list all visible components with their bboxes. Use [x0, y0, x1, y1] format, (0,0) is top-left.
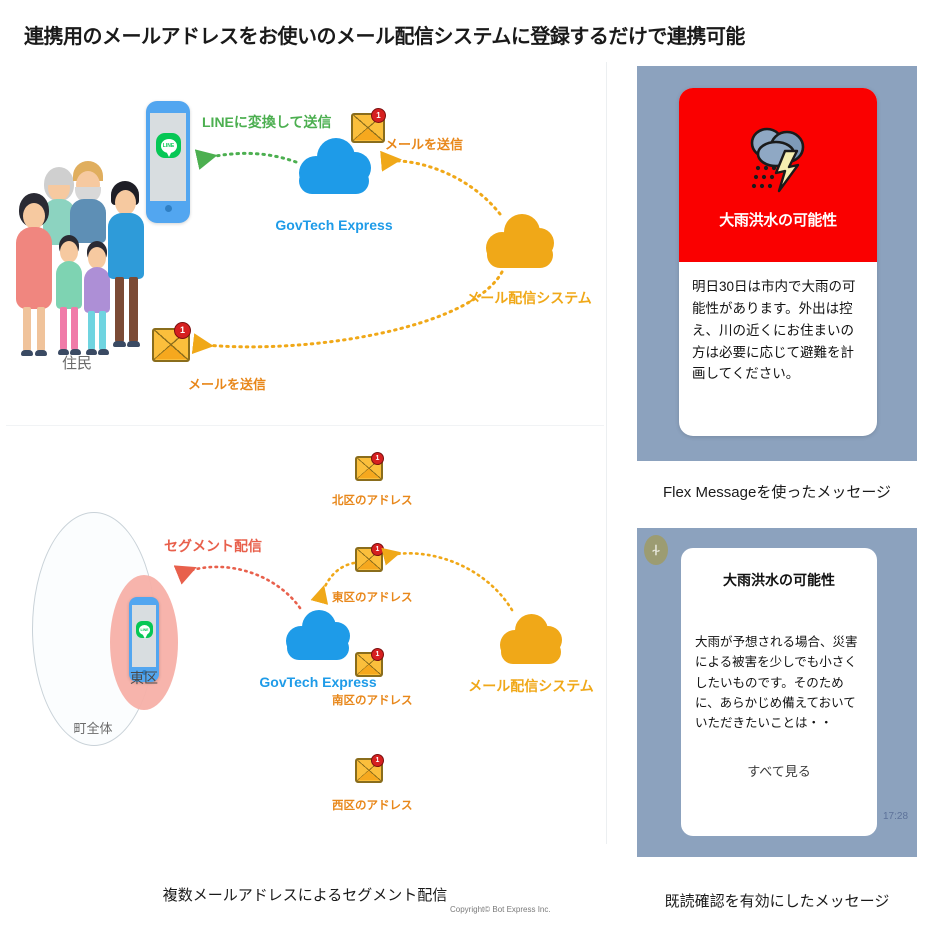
mail-system-cloud-bottom	[498, 612, 564, 668]
person-grandfather	[70, 161, 106, 287]
mail-to-resident-label: メールを送信	[188, 377, 267, 392]
envelope-south-label: 南区のアドレス	[332, 695, 413, 707]
envelope-badge: 1	[371, 754, 384, 767]
phone-home-button	[142, 670, 147, 675]
flex-message-screenshot: 大雨洪水の可能性 明日30日は市内で大雨の可能性があります。外出は控え、川の近く…	[637, 66, 917, 461]
flex-hero-title: 大雨洪水の可能性	[719, 211, 837, 229]
phone-home-button	[165, 205, 172, 212]
mail-system-cloud-top	[484, 212, 556, 272]
person-child-a	[54, 235, 84, 360]
line-flow-label: LINEに変換して送信	[202, 114, 332, 130]
residents-label: 住民	[61, 355, 92, 372]
govtech-label-top: GovTech Express	[275, 217, 393, 233]
mail-system-label-top: メール配信システム	[466, 290, 592, 306]
mail-system-label-bottom: メール配信システム	[468, 678, 594, 694]
read-receipt-card[interactable]: 大雨洪水の可能性 大雨が予想される場合、災害による被害を少しでも小さくしたいもの…	[681, 548, 877, 836]
envelope-east-address: 1	[355, 543, 384, 572]
east-district-label: 東区	[130, 670, 158, 686]
line-logo-icon: LINE	[156, 133, 181, 158]
line-phone-bottom[interactable]: LINE	[129, 597, 159, 682]
envelope-badge: 1	[174, 322, 191, 339]
message-timestamp: 17:28	[883, 811, 909, 822]
govtech-cloud-top	[295, 136, 373, 198]
mail-to-govtech-label: メールを送信	[385, 137, 464, 152]
read-receipt-screenshot: ⍭ 大雨洪水の可能性 大雨が予想される場合、災害による被害を少しでも小さくしたい…	[637, 528, 917, 857]
read-receipt-caption: 既読確認を有効にしたメッセージ	[664, 893, 890, 910]
line-phone-top[interactable]: LINE	[146, 101, 190, 223]
envelope-north-address: 1	[355, 452, 384, 481]
envelope-south-address: 1	[355, 648, 384, 677]
line-logo-icon: LINE	[136, 621, 153, 639]
person-mother	[14, 193, 54, 360]
read-receipt-more-link[interactable]: すべて見る	[747, 764, 811, 780]
line-logo-text: LINE	[160, 138, 177, 157]
person-child-b	[82, 241, 112, 360]
town-label: 町全体	[73, 721, 113, 736]
bottom-diagram-caption: 複数メールアドレスによるセグメント配信	[162, 887, 448, 904]
copyright-text: Copyright© Bot Express Inc.	[450, 905, 551, 914]
envelope-to-govtech: 1	[351, 108, 386, 143]
envelope-north-label: 北区のアドレス	[332, 495, 413, 507]
envelope-badge: 1	[371, 108, 386, 123]
flex-message-card[interactable]: 大雨洪水の可能性 明日30日は市内で大雨の可能性があります。外出は控え、川の近く…	[679, 88, 877, 436]
flex-hero: 大雨洪水の可能性	[679, 88, 877, 262]
envelope-west-label: 西区のアドレス	[332, 800, 413, 812]
envelope-badge: 1	[371, 452, 384, 465]
line-logo-text: LINE	[139, 624, 150, 639]
govtech-cloud-bottom	[284, 608, 352, 664]
envelope-badge: 1	[371, 543, 384, 556]
envelope-west-address: 1	[355, 754, 384, 783]
page-title: 連携用のメールアドレスをお使いのメール配信システムに登録するだけで連携可能	[24, 26, 745, 48]
person-father	[108, 181, 144, 360]
read-receipt-body: 大雨が予想される場合、災害による被害を少しでも小さくしたいものです。そのために、…	[695, 635, 858, 730]
segment-flow-label: セグメント配信	[164, 538, 262, 554]
diagram-divider	[6, 425, 604, 426]
bot-avatar[interactable]: ⍭	[644, 535, 668, 565]
flex-body-text: 明日30日は市内で大雨の可能性があります。外出は控え、川の近くにお住まいの方は必…	[692, 279, 856, 382]
read-receipt-title: 大雨洪水の可能性	[723, 572, 835, 588]
flex-message-caption: Flex Messageを使ったメッセージ	[662, 484, 892, 501]
envelope-east-label: 東区のアドレス	[332, 592, 413, 604]
envelope-badge: 1	[371, 648, 384, 661]
govtech-label-bottom: GovTech Express	[259, 674, 377, 690]
residents-illustration	[12, 155, 144, 360]
envelope-to-resident: 1	[152, 322, 191, 362]
thunderstorm-icon	[750, 127, 805, 192]
